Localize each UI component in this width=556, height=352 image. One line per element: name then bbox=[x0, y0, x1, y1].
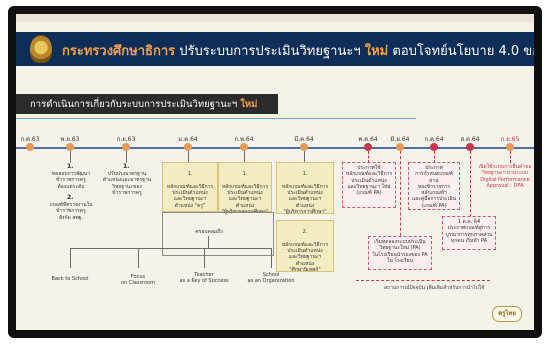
connector bbox=[368, 151, 369, 163]
connector bbox=[510, 151, 511, 163]
connector bbox=[304, 151, 305, 163]
connector bbox=[244, 151, 245, 163]
period-note: สถานการณ์ปัจจุบัน เพิ่มเติมสำหรับการนำไป… bbox=[384, 285, 485, 291]
timeline-dot-4 bbox=[240, 143, 248, 151]
tree-leaf: Focus on Classroom bbox=[121, 274, 155, 286]
step-number: 1. bbox=[302, 171, 308, 178]
title-org: กระทรวงศึกษาธิการ bbox=[62, 44, 176, 59]
ministry-seal-icon bbox=[30, 35, 52, 63]
date-10: ก.ย.65 bbox=[500, 136, 520, 143]
title-rest: ตอบโจทย์นโยบาย 4.0 ของรัฐบาล bbox=[392, 44, 534, 59]
timeline-dot-2 bbox=[122, 143, 130, 151]
step-number: 1. bbox=[123, 163, 130, 170]
subheader-text: การดำเนินการเกี่ยวกับระบบการประเมินวิทยฐ… bbox=[30, 97, 257, 112]
slide: กระทรวงศึกษาธิการ ปรับระบบการประเมินวิทย… bbox=[16, 14, 534, 330]
timeline-dot-6 bbox=[364, 143, 372, 151]
tree-root-label: ครอบคลุมถึง bbox=[195, 229, 223, 235]
timeline-dot-1 bbox=[66, 143, 74, 151]
subheader-bar bbox=[16, 94, 278, 114]
tree-leaf: Back to School bbox=[51, 276, 89, 282]
slide-title: กระทรวงศึกษาธิการ ปรับระบบการประเมินวิทย… bbox=[62, 40, 534, 61]
title-banner: กระทรวงศึกษาธิการ ปรับระบบการประเมินวิทย… bbox=[16, 32, 534, 66]
step-number: 1. bbox=[187, 171, 193, 178]
timeline-axis bbox=[16, 147, 534, 149]
tree-stem bbox=[70, 248, 71, 268]
criteria-card-teacher: 1. หลักเกณฑ์และวิธีการ ประเมินตำแหน่ง แล… bbox=[162, 162, 218, 212]
date-5: มี.ค.64 bbox=[294, 136, 314, 143]
scope-outline bbox=[162, 212, 274, 256]
connector bbox=[126, 151, 127, 163]
connector bbox=[434, 151, 435, 163]
announce-pa-card: ประกาศใช้ หลักเกณฑ์และวิธีการ ประเมินตำแ… bbox=[342, 162, 396, 208]
step-text: หลักเกณฑ์และวิธีการ ประเมินตำแหน่ง และวิ… bbox=[281, 241, 329, 274]
date-1: พ.ย.63 bbox=[60, 136, 80, 143]
criteria-card-supervisor: 2. หลักเกณฑ์และวิธีการ ประเมินตำแหน่ง แล… bbox=[276, 220, 334, 274]
connector bbox=[400, 151, 401, 241]
date-6: พ.ค.64 bbox=[358, 136, 378, 143]
timeline-dot-7 bbox=[396, 143, 404, 151]
criteria-card-school-admin: 1. หลักเกณฑ์และวิธีการ ประเมินตำแหน่ง แล… bbox=[218, 162, 272, 216]
pa-start-card: 1 ต.ค. 64 ประกาศเกณฑ์สู่การ บูรณาการทุกภ… bbox=[442, 216, 496, 250]
date-8: ก.ค.64 bbox=[424, 136, 444, 143]
tree-stem bbox=[204, 248, 205, 268]
tree-leaf: Teacher as a Key of Success bbox=[179, 272, 229, 284]
tree-branch bbox=[70, 248, 272, 249]
subheader-new: ใหม่ bbox=[240, 99, 258, 110]
title-new: ใหม่ bbox=[364, 44, 389, 59]
step-number: 1. bbox=[67, 163, 74, 170]
period-bracket bbox=[356, 280, 490, 281]
step-text: หลักเกณฑ์และวิธีการ ประเมินตำแหน่ง และวิ… bbox=[281, 183, 329, 216]
timeline-dot-8 bbox=[430, 143, 438, 151]
timeline-dot-5 bbox=[300, 143, 308, 151]
date-7: มิ.ย.64 bbox=[390, 136, 410, 143]
step-text: ปรับปรุงมาตรฐาน ตำแหน่งและมาตรฐาน วิทยฐา… bbox=[102, 171, 152, 196]
announce-criteria-card: ประกาศ การกำหนดเกณฑ์ผ่าน ของข้าราชการ หล… bbox=[408, 162, 460, 210]
step-number: 2. bbox=[67, 194, 74, 201]
connector bbox=[70, 151, 71, 163]
step-text: หลักเกณฑ์และวิธีการ ประเมินตำแหน่ง และวิ… bbox=[166, 183, 214, 209]
timeline-dot-9 bbox=[466, 143, 474, 151]
connector bbox=[188, 151, 189, 163]
tree-stem bbox=[271, 248, 272, 268]
date-9: ส.ค.64 bbox=[460, 136, 480, 143]
step-text: ทดสอบการพัฒนา ข้าราชการครู ต้องแต่ระดับ bbox=[51, 171, 91, 190]
subheader-main: การดำเนินการเกี่ยวกับระบบการประเมินวิทยฐ… bbox=[30, 99, 238, 110]
tree-leaf: School as an Organization bbox=[247, 272, 295, 284]
pilot-pa-card: เริ่มทดลองระบบประเมิน วิทยฐานะใหม่ (PA) … bbox=[368, 236, 432, 270]
date-0: ก.ค.63 bbox=[20, 136, 40, 143]
tree-stem bbox=[138, 248, 139, 268]
date-2: ก.ย.63 bbox=[116, 136, 136, 143]
title-main: ปรับระบบการประเมินวิทยฐานะฯ bbox=[179, 44, 361, 59]
step-text: หลักเกณฑ์และวิธีการ ประเมินตำแหน่ง และวิ… bbox=[221, 183, 269, 216]
timeline-dot-10 bbox=[506, 143, 514, 151]
step-number: 1. bbox=[242, 171, 248, 178]
slide-top-edge bbox=[16, 14, 534, 22]
tree-trunk bbox=[208, 236, 209, 248]
timeline-dot-0 bbox=[26, 143, 34, 151]
criteria-card-edu-admin: 1. หลักเกณฑ์และวิธีการ ประเมินตำแหน่ง แล… bbox=[276, 162, 334, 216]
dpa-text: เปิดใช้ระบบการยื่นคำขอ วิทยฐานะฯ ผ่านระบ… bbox=[478, 164, 532, 189]
date-4: ก.พ.64 bbox=[234, 136, 254, 143]
timeline-dot-3 bbox=[184, 143, 192, 151]
date-3: ม.ค.64 bbox=[178, 136, 198, 143]
kruthai-logo: ครูไทย bbox=[492, 306, 522, 322]
step-number: 2. bbox=[302, 229, 308, 236]
connector bbox=[470, 151, 471, 217]
step-text: เกณฑ์ที่ตรวจงานใน ข้าราชการครู สังกัด สพ… bbox=[49, 202, 93, 221]
subheader-divider bbox=[16, 118, 416, 119]
